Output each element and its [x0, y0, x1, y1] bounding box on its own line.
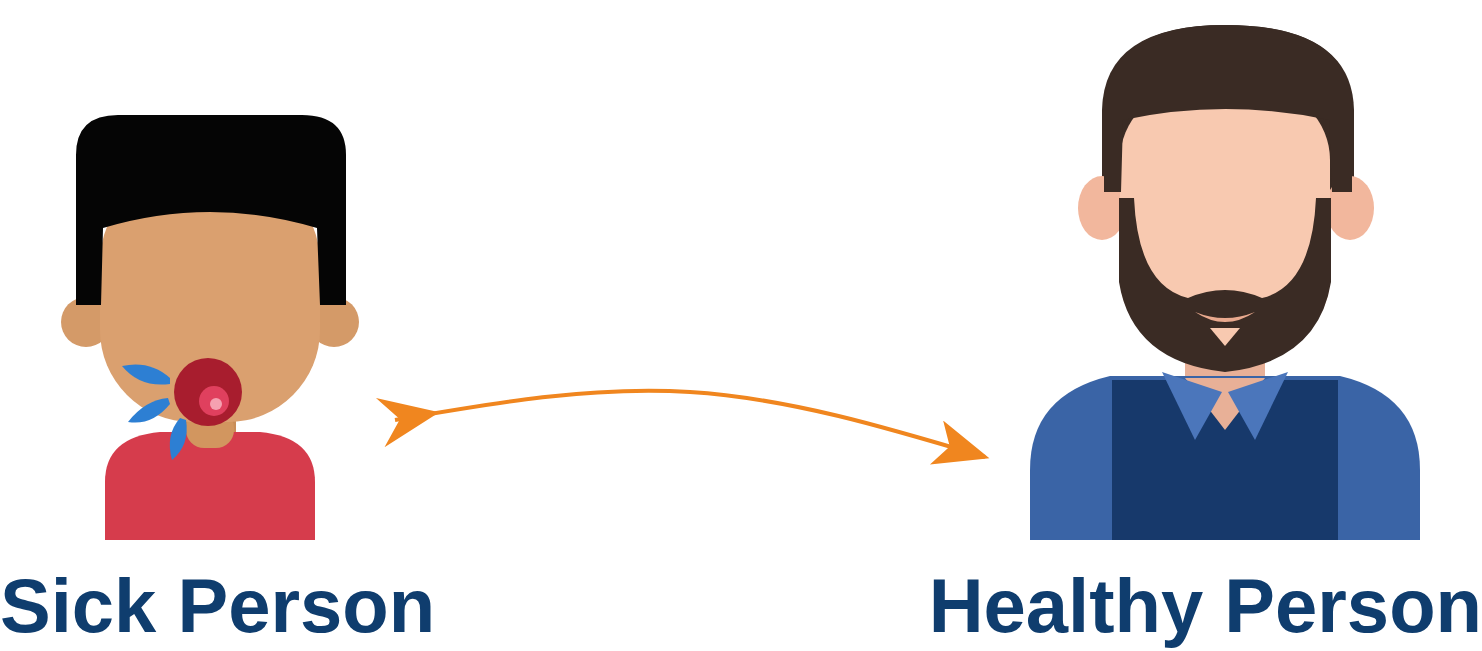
- collar: [1228, 372, 1288, 440]
- throat: [199, 386, 229, 416]
- person-node: Healthy Person: [985, 15, 1482, 651]
- hair: [76, 115, 346, 305]
- person-label: Sick Person: [0, 561, 435, 651]
- collar: [1162, 372, 1222, 440]
- transmission-arrow: [395, 391, 985, 457]
- chin: [1210, 328, 1240, 346]
- hair: [1104, 25, 1352, 192]
- person-node: Sick Person: [0, 110, 395, 651]
- healthy-person-illustration: [1030, 25, 1420, 540]
- mouth: [1195, 312, 1255, 322]
- sick-person-illustration: [61, 115, 359, 540]
- sleeves: [1030, 376, 1420, 540]
- beard: [1119, 198, 1331, 372]
- shirt: [105, 432, 315, 540]
- person-label: Healthy Person: [929, 561, 1482, 651]
- droplet: [170, 418, 187, 460]
- uvula: [210, 398, 222, 410]
- droplet: [122, 365, 170, 385]
- droplet: [128, 398, 170, 423]
- open-mouth: [174, 358, 242, 426]
